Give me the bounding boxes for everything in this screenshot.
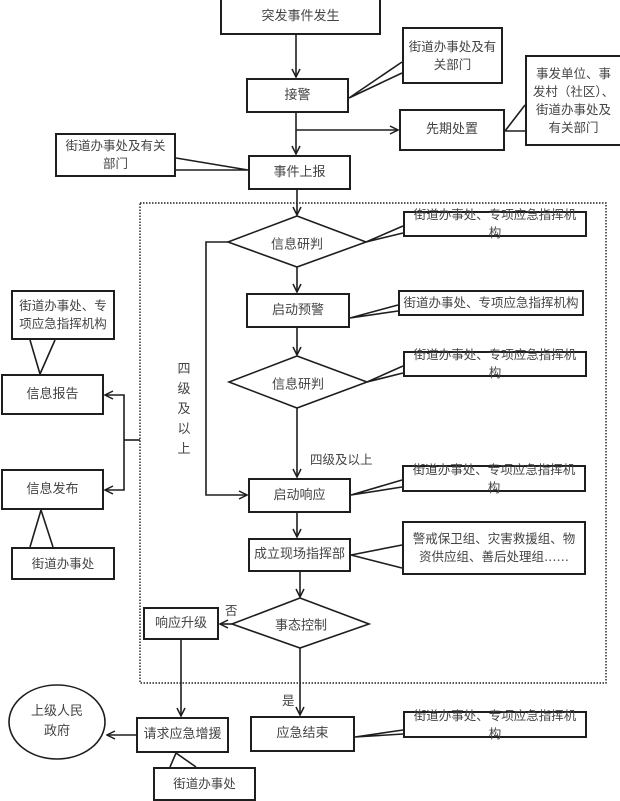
callout-emergency-end: 街道办事处、专项应急指挥机构 <box>403 708 587 741</box>
decision-info-assess-2 <box>226 355 370 409</box>
edge-label-level-four-vertical: 四级及以上 <box>177 362 191 457</box>
callout-receive-alarm: 街道办事处及有关部门 <box>402 27 503 84</box>
callout-info-release: 街道办事处 <box>11 547 115 580</box>
node-incident-occurs[interactable]: 突发事件发生 <box>220 0 381 35</box>
callout-start-warning: 街道办事处、专项应急指挥机构 <box>398 290 584 316</box>
node-event-report[interactable]: 事件上报 <box>248 155 351 190</box>
node-request-support[interactable]: 请求应急增援 <box>136 717 229 753</box>
decision-situation-control <box>229 597 372 649</box>
pointer-response <box>350 479 403 496</box>
callout-info-report: 街道办事处、专项应急指挥机构 <box>11 290 115 340</box>
callout-request-support: 街道办事处 <box>153 767 256 801</box>
node-setup-command[interactable]: 成立现场指挥部 <box>248 538 351 572</box>
node-info-release[interactable]: 信息发布 <box>1 469 104 510</box>
pointer-end <box>354 729 404 738</box>
callout-info-assess-2: 街道办事处、专项应急指挥机构 <box>403 347 587 380</box>
node-response-upgrade[interactable]: 响应升级 <box>143 607 219 640</box>
arrow-to-info-report <box>105 395 125 440</box>
node-start-warning[interactable]: 启动预警 <box>246 293 350 328</box>
pointer-request <box>169 751 197 768</box>
edge-label-yes: 是 <box>282 693 295 708</box>
node-situation-control-label[interactable]: 事态控制 <box>274 618 328 634</box>
edge-label-no: 否 <box>225 603 238 618</box>
node-info-assess-1-label[interactable]: 信息研判 <box>270 237 324 253</box>
pointer-initial <box>503 104 526 132</box>
arrow-assess1-bypass-to-response <box>205 241 247 495</box>
node-info-report[interactable]: 信息报告 <box>1 374 104 415</box>
pointer-report <box>175 157 249 171</box>
node-emergency-end[interactable]: 应急结束 <box>250 716 355 752</box>
node-start-response[interactable]: 启动响应 <box>248 478 351 513</box>
callout-initial-disposal: 事发单位、事发村（社区）、街道办事处及有关部门 <box>525 55 620 146</box>
callout-start-response: 街道办事处、专项应急指挥机构 <box>402 462 586 495</box>
node-initial-disposal[interactable]: 先期处置 <box>399 109 505 151</box>
pointer-info-report <box>29 339 56 377</box>
node-higher-government-label[interactable]: 上级人民政府 <box>30 704 83 739</box>
edge-label-level-four: 四级及以上 <box>310 452 373 467</box>
node-receive-alarm[interactable]: 接警 <box>246 78 349 113</box>
pointer-assess1 <box>365 225 404 243</box>
callout-event-report: 街道办事处及有关部门 <box>55 133 176 177</box>
pointer-command <box>350 544 403 569</box>
pointer-warning <box>349 304 399 319</box>
pointer-info-release <box>29 507 54 548</box>
callout-setup-command: 警戒保卫组、灾害救援组、物资供应组、善后处理组…… <box>402 521 586 575</box>
decision-info-assess-1 <box>225 215 369 268</box>
emergency-response-frame <box>139 202 607 684</box>
arrow-to-info-release <box>105 440 125 490</box>
callout-info-assess-1: 街道办事处、专项应急指挥机构 <box>403 207 587 240</box>
node-info-assess-2-label[interactable]: 信息研判 <box>271 377 325 393</box>
pointer-alarm <box>348 61 403 99</box>
higher-government-node <box>8 684 106 760</box>
pointer-assess2 <box>366 365 404 383</box>
